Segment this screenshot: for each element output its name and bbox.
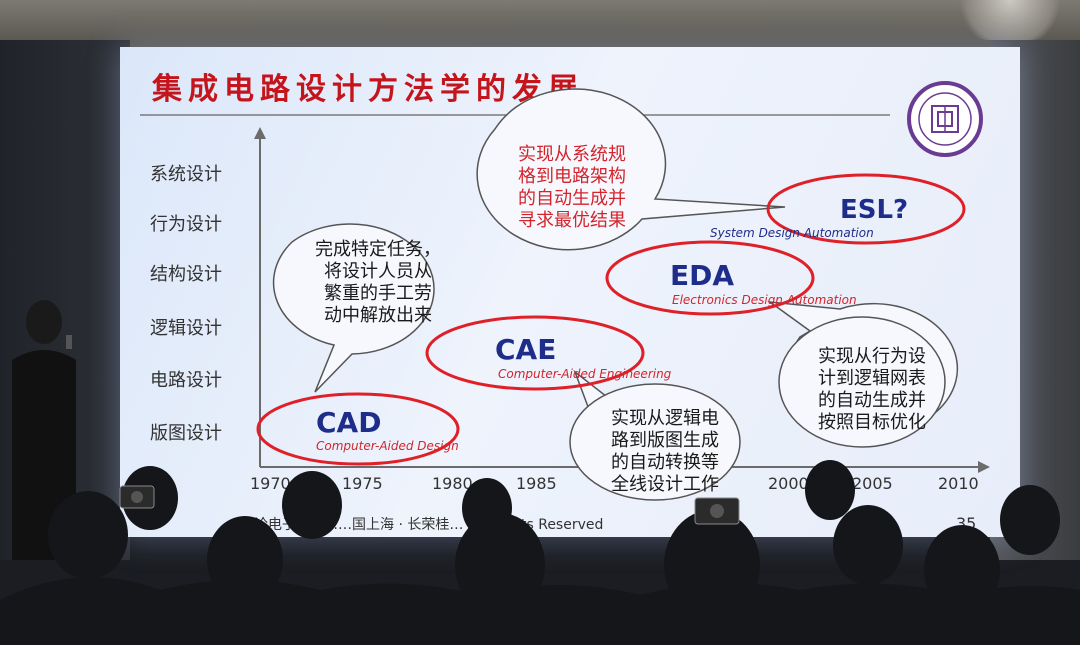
callout-line: 实现从行为设 bbox=[818, 346, 926, 367]
y-level-label: 系统设计 bbox=[150, 164, 222, 185]
slide-canvas: 集成电路设计方法学的发展 系统设计 行为设计 结构设计 逻辑设计 电路设计 版图… bbox=[140, 72, 990, 533]
university-seal-icon bbox=[907, 81, 983, 157]
projection-screen: 集成电路设计方法学的发展 系统设计 行为设计 结构设计 逻辑设计 电路设计 版图… bbox=[120, 47, 1020, 537]
cae-callout: 实现从逻辑电 路到版图生成 的自动转换等 全线设计工作 bbox=[569, 369, 741, 501]
callout-line: 全线设计工作 bbox=[611, 474, 719, 495]
x-tick-label: 1985 bbox=[516, 474, 557, 493]
stage-abbr: EDA bbox=[670, 259, 734, 292]
callout-line: 完成特定任务， bbox=[315, 239, 441, 260]
callout-line: 按照目标优化 bbox=[818, 412, 926, 433]
y-level-label: 结构设计 bbox=[150, 264, 222, 285]
room-left-wall bbox=[0, 40, 130, 560]
x-tick-label: 1980 bbox=[432, 474, 473, 493]
stage-abbr: CAD bbox=[316, 406, 381, 439]
audience-head bbox=[924, 525, 1000, 615]
slide-title: 集成电路设计方法学的发展 bbox=[151, 72, 584, 107]
stage-eda: EDA Electronics Design Automation bbox=[605, 240, 857, 316]
stage-full: Computer-Aided Engineering bbox=[498, 367, 672, 381]
callout-line: 动中解放出来 bbox=[324, 305, 432, 326]
y-level-label: 逻辑设计 bbox=[150, 318, 222, 339]
page-number: 35 bbox=[956, 514, 976, 533]
chandelier bbox=[950, 0, 1070, 40]
stage-full: System Design Automation bbox=[710, 226, 874, 240]
stage-full: Computer-Aided Design bbox=[316, 439, 459, 453]
stage-cae: CAE Computer-Aided Engineering bbox=[425, 315, 672, 391]
esl-callout: 实现从系统规 格到电路架构 的自动生成并 寻求最优结果 bbox=[476, 88, 786, 251]
stage-abbr: ESL? bbox=[840, 195, 908, 225]
stage-full: Electronics Design Automation bbox=[672, 293, 857, 307]
callout-line: 的自动转换等 bbox=[611, 452, 719, 473]
x-tick-label: 2010 bbox=[938, 474, 979, 493]
y-axis-arrow bbox=[254, 127, 266, 139]
callout-line: 实现从逻辑电 bbox=[611, 408, 719, 429]
callout-line: 寻求最优结果 bbox=[518, 210, 626, 231]
callout-line: 格到电路架构 bbox=[518, 166, 626, 187]
cad-callout: 完成特定任务， 将设计人员从 繁重的手工劳 动中解放出来 bbox=[272, 223, 441, 393]
callout-line: 的自动生成并 bbox=[518, 188, 626, 209]
x-tick-label: 2000 bbox=[768, 474, 809, 493]
callout-line: 繁重的手工劳 bbox=[324, 283, 432, 304]
y-level-label: 电路设计 bbox=[150, 370, 222, 391]
stage-esl: ESL? System Design Automation bbox=[710, 173, 966, 245]
y-level-label: 行为设计 bbox=[150, 214, 222, 235]
eda-callout: 实现从行为设 计到逻辑网表 的自动生成并 按照目标优化 bbox=[767, 300, 959, 448]
callout-line: 计到逻辑网表 bbox=[818, 368, 926, 389]
x-tick-label: 1975 bbox=[342, 474, 383, 493]
slide-footer: 概论电子技术……国上海 · 长荣桂… All Rights Reserved bbox=[240, 517, 603, 533]
callout-line: 的自动生成并 bbox=[818, 390, 926, 411]
x-axis-arrow bbox=[978, 461, 990, 473]
audience-bodies bbox=[0, 577, 1080, 645]
x-tick-label: 1970 bbox=[250, 474, 291, 493]
y-level-label: 版图设计 bbox=[150, 423, 222, 444]
callout-line: 路到版图生成 bbox=[611, 430, 719, 451]
stage-cad: CAD Computer-Aided Design bbox=[256, 392, 460, 466]
callout-line: 实现从系统规 bbox=[518, 144, 626, 165]
callout-line: 将设计人员从 bbox=[324, 261, 432, 282]
stage-abbr: CAE bbox=[495, 333, 556, 366]
x-tick-label: 2005 bbox=[852, 474, 893, 493]
